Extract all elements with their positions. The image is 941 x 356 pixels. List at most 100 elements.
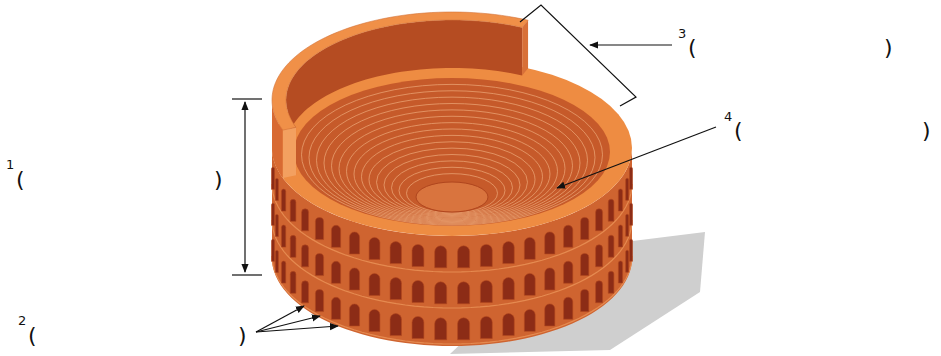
arch bbox=[581, 253, 589, 275]
arch bbox=[290, 235, 296, 257]
answer-bracket: ) bbox=[238, 325, 247, 347]
bracket bbox=[520, 5, 636, 106]
seat-row bbox=[384, 155, 520, 216]
arch bbox=[281, 225, 285, 247]
arch bbox=[331, 225, 340, 247]
callout-number: 4 bbox=[724, 110, 732, 123]
seat-row bbox=[354, 129, 550, 219]
arch bbox=[503, 242, 514, 264]
arch bbox=[412, 244, 424, 266]
leader-arrow bbox=[590, 44, 672, 45]
arch bbox=[390, 242, 401, 264]
arch bbox=[596, 209, 603, 231]
arch bbox=[275, 250, 278, 272]
arch bbox=[626, 214, 629, 236]
answer-bracket: ( bbox=[734, 120, 743, 142]
arch bbox=[503, 278, 514, 300]
answer-bracket: ( bbox=[28, 325, 37, 347]
arch bbox=[458, 318, 470, 340]
seat-row bbox=[347, 123, 558, 220]
answer-bracket: ) bbox=[884, 37, 893, 59]
arch bbox=[564, 297, 573, 319]
arch bbox=[315, 290, 323, 312]
seat-row bbox=[317, 97, 588, 223]
arch bbox=[630, 167, 633, 189]
arch bbox=[545, 268, 555, 290]
arch bbox=[272, 167, 275, 189]
wall-cut-face bbox=[283, 127, 296, 178]
arch bbox=[315, 218, 323, 240]
arch bbox=[435, 246, 447, 268]
seat-row bbox=[324, 104, 580, 223]
seat-row bbox=[407, 174, 498, 213]
arch bbox=[524, 237, 535, 259]
arch bbox=[503, 314, 514, 336]
arch bbox=[281, 261, 285, 283]
arch bbox=[545, 304, 555, 326]
arch bbox=[458, 246, 470, 268]
arch bbox=[618, 261, 622, 283]
cornice-line bbox=[272, 256, 632, 344]
leader-arrow bbox=[256, 306, 304, 332]
seat-row bbox=[309, 91, 595, 225]
dimension-tick bbox=[232, 98, 262, 99]
arch bbox=[618, 225, 622, 247]
arch bbox=[581, 289, 589, 311]
answer-bracket: ) bbox=[214, 169, 223, 191]
arch bbox=[302, 245, 309, 267]
arch bbox=[349, 232, 359, 254]
seating bbox=[294, 78, 610, 226]
dimension-line bbox=[244, 102, 245, 272]
arch bbox=[275, 214, 278, 236]
arch bbox=[596, 245, 603, 267]
arch bbox=[412, 316, 424, 338]
arch bbox=[564, 225, 573, 247]
arch bbox=[480, 244, 492, 266]
arch bbox=[581, 217, 589, 239]
arch bbox=[331, 261, 340, 283]
leader-arrow bbox=[557, 127, 716, 188]
arch bbox=[349, 268, 359, 290]
seat-row bbox=[302, 84, 603, 225]
arch bbox=[596, 281, 603, 303]
arch bbox=[630, 239, 633, 261]
seat-row bbox=[377, 148, 528, 216]
seat-row bbox=[399, 167, 505, 214]
arch bbox=[618, 189, 622, 211]
arch bbox=[524, 273, 535, 295]
arch bbox=[435, 282, 447, 304]
answer-bracket: ( bbox=[688, 37, 697, 59]
arena-floor bbox=[416, 182, 488, 212]
seat-row bbox=[362, 135, 543, 218]
arch bbox=[290, 271, 296, 293]
arch bbox=[390, 278, 401, 300]
answer-bracket: ( bbox=[16, 169, 25, 191]
arch bbox=[272, 239, 275, 261]
upper-wall-top bbox=[272, 12, 528, 130]
arch bbox=[480, 316, 492, 338]
seat-row bbox=[339, 116, 565, 221]
arch bbox=[626, 178, 629, 200]
arch bbox=[480, 280, 492, 302]
arch bbox=[302, 209, 309, 231]
arch bbox=[608, 235, 614, 257]
callout-number: 3 bbox=[678, 27, 686, 40]
arch bbox=[369, 237, 380, 259]
arch bbox=[630, 203, 633, 225]
answer-bracket: ) bbox=[922, 120, 931, 142]
arch bbox=[545, 232, 555, 254]
arch bbox=[349, 304, 359, 326]
dimension-tick bbox=[232, 274, 262, 275]
arch bbox=[608, 199, 614, 221]
arch bbox=[281, 189, 285, 211]
seat-row bbox=[369, 142, 535, 218]
arch bbox=[369, 309, 380, 331]
arch bbox=[626, 250, 629, 272]
arch bbox=[315, 254, 323, 276]
arch bbox=[435, 318, 447, 340]
leader-lines bbox=[232, 5, 716, 332]
wall-end-face bbox=[522, 20, 528, 75]
arch bbox=[412, 280, 424, 302]
arch bbox=[369, 273, 380, 295]
arch bbox=[390, 314, 401, 336]
